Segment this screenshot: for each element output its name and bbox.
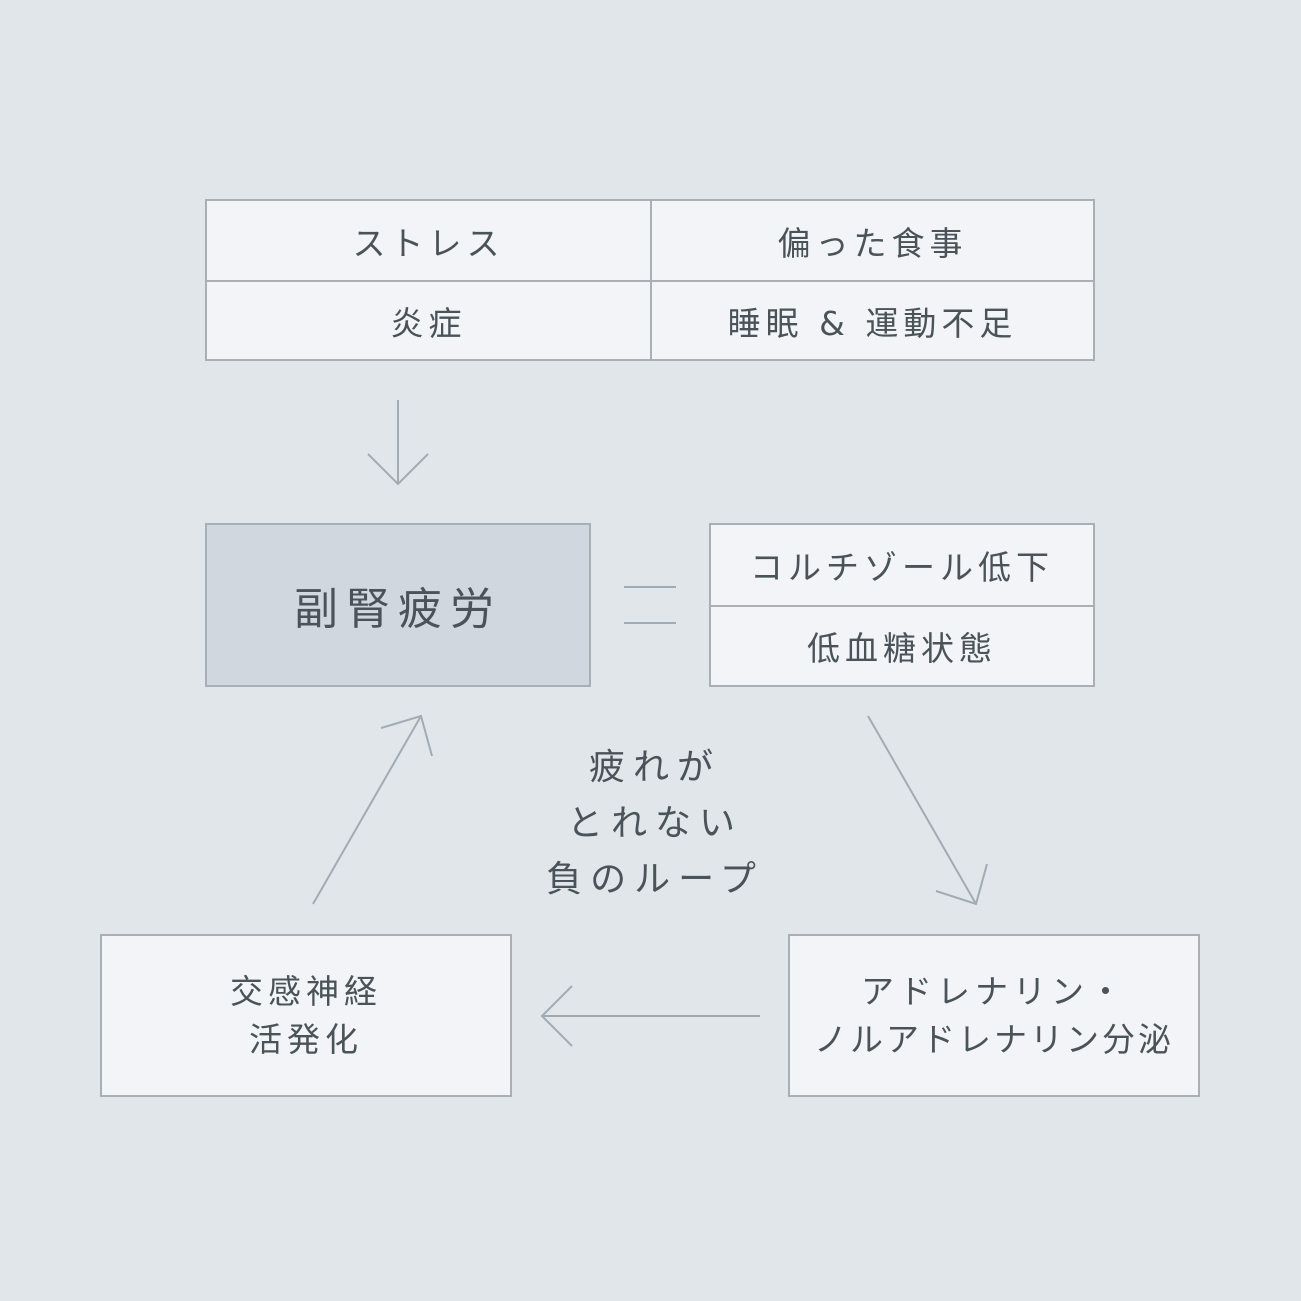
cause-sleep-exercise: 睡眠 & 運動不足 — [727, 303, 1018, 343]
state-divider — [711, 605, 1093, 607]
cause-diet: 偏った食事 — [777, 223, 968, 263]
arrow-down-icon — [367, 400, 429, 486]
arrow-down-right-icon — [867, 715, 988, 906]
equals-sign — [624, 586, 676, 624]
adrenal-fatigue-box: 副腎疲労 — [205, 523, 591, 687]
cause-inflammation: 炎症 — [390, 303, 467, 343]
center-label: 副腎疲労 — [294, 584, 502, 635]
arrow-up-right-icon — [312, 714, 433, 905]
adrenaline-line1: アドレナリン・ — [861, 971, 1127, 1011]
state-box: コルチゾール低下 低血糖状態 — [709, 523, 1095, 687]
state-hypoglycemia: 低血糖状態 — [807, 629, 997, 668]
loop-label-line3: 負のループ — [546, 859, 764, 900]
state-cortisol: コルチゾール低下 — [750, 548, 1054, 587]
loop-label-line1: 疲れが — [588, 747, 721, 788]
arrow-left-icon — [540, 985, 760, 1047]
causes-grid: ストレス 偏った食事 炎症 睡眠 & 運動不足 — [205, 199, 1095, 361]
adrenaline-box: アドレナリン・ ノルアドレナリン分泌 — [788, 934, 1200, 1097]
sympathetic-box: 交感神経 活発化 — [100, 934, 512, 1097]
loop-label-line2: とれない — [566, 803, 743, 844]
loop-label: 疲れが とれない 負のループ — [500, 740, 810, 908]
sympathetic-line1: 交感神経 — [230, 971, 382, 1011]
sympathetic-line2: 活発化 — [249, 1019, 363, 1059]
cause-stress: ストレス — [352, 223, 505, 263]
grid-divider-horizontal — [207, 280, 1093, 282]
adrenaline-line2: ノルアドレナリン分泌 — [814, 1019, 1174, 1059]
